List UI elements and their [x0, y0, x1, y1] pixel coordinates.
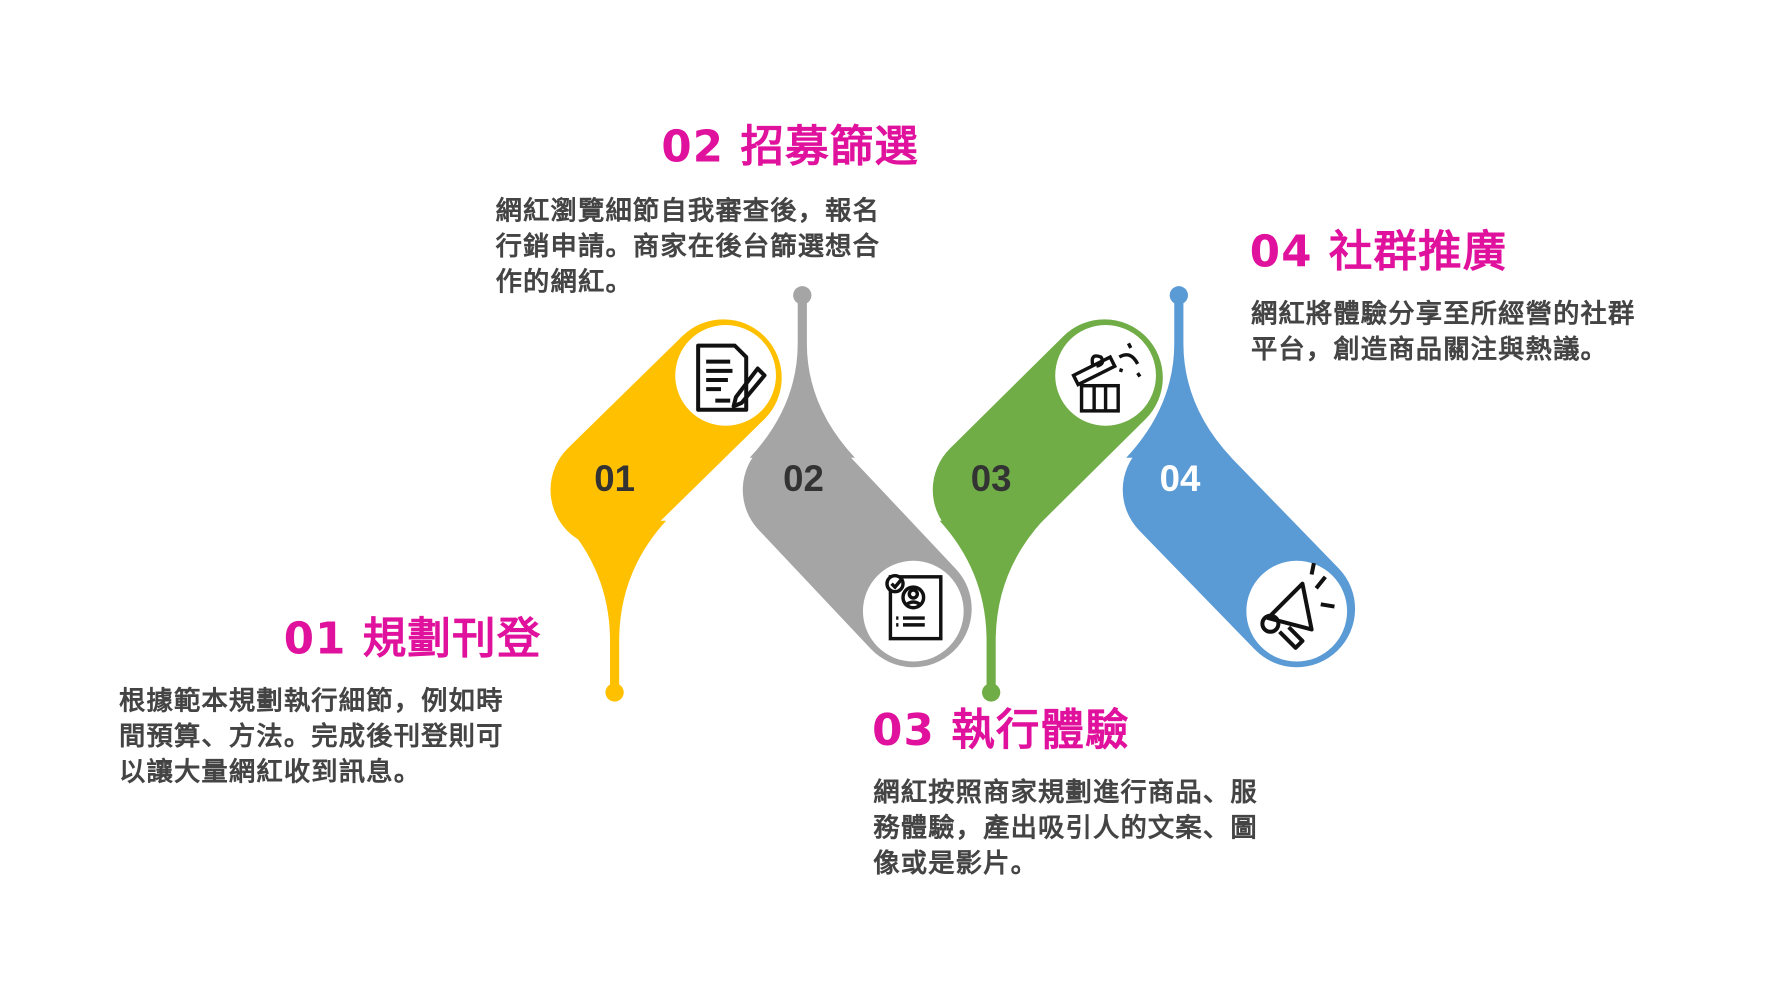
step-02-description: 網紅瀏覽細節自我審查後，報名 行銷申請。商家在後台篩選想合 作的網紅。: [496, 195, 881, 301]
step-02-title: 02 招募篩選: [661, 121, 920, 172]
description-line: 根據範本規劃執行細節，例如時: [119, 686, 504, 717]
profile-check-icon: [885, 573, 943, 641]
description-line: 行銷申請。商家在後台篩選想合: [495, 232, 881, 263]
description-line: 間預算、方法。完成後刊登則可: [119, 722, 504, 752]
description-line: 作的網紅。: [495, 267, 633, 298]
step-04-number: 04: [1159, 457, 1201, 500]
description-line: 網紅瀏覽細節自我審查後，報名: [495, 196, 881, 227]
description-line: 以讓大量網紅收到訊息。: [119, 757, 422, 788]
step-03-shape: [932, 319, 1163, 702]
description-line: 平台，創造商品關注與熱議。: [1250, 335, 1609, 366]
step-03-description: 網紅按照商家規劃進行商品、服 務體驗，產出吸引人的文案、圖 像或是影片。: [873, 776, 1258, 882]
step-01-number: 01: [594, 457, 635, 500]
step-04-description: 網紅將體驗分享至所經營的社群 平台，創造商品關注與熱議。: [1251, 298, 1636, 369]
description-line: 務體驗，產出吸引人的文案、圖: [873, 813, 1258, 844]
step-03-title: 03 執行體驗: [872, 705, 1130, 756]
step-01-shape: [550, 319, 782, 702]
megaphone-icon: [1260, 562, 1335, 650]
description-line: 像或是影片。: [873, 849, 1039, 879]
gift-icon: [1071, 342, 1142, 413]
step-03-number: 03: [970, 457, 1012, 500]
document-edit-icon: [696, 343, 767, 412]
description-line: 網紅將體驗分享至所經營的社群: [1250, 299, 1636, 330]
step-01-description: 根據範本規劃執行細節，例如時 間預算、方法。完成後刊登則可 以讓大量網紅收到訊息…: [119, 684, 504, 790]
step-02-number: 02: [783, 457, 824, 500]
step-04-shape: [1122, 286, 1356, 668]
step-04-title: 04 社群推廣: [1249, 226, 1508, 277]
description-line: 網紅按照商家規劃進行商品、服: [873, 778, 1258, 809]
step-01-title: 01 規劃刊登: [283, 613, 542, 664]
